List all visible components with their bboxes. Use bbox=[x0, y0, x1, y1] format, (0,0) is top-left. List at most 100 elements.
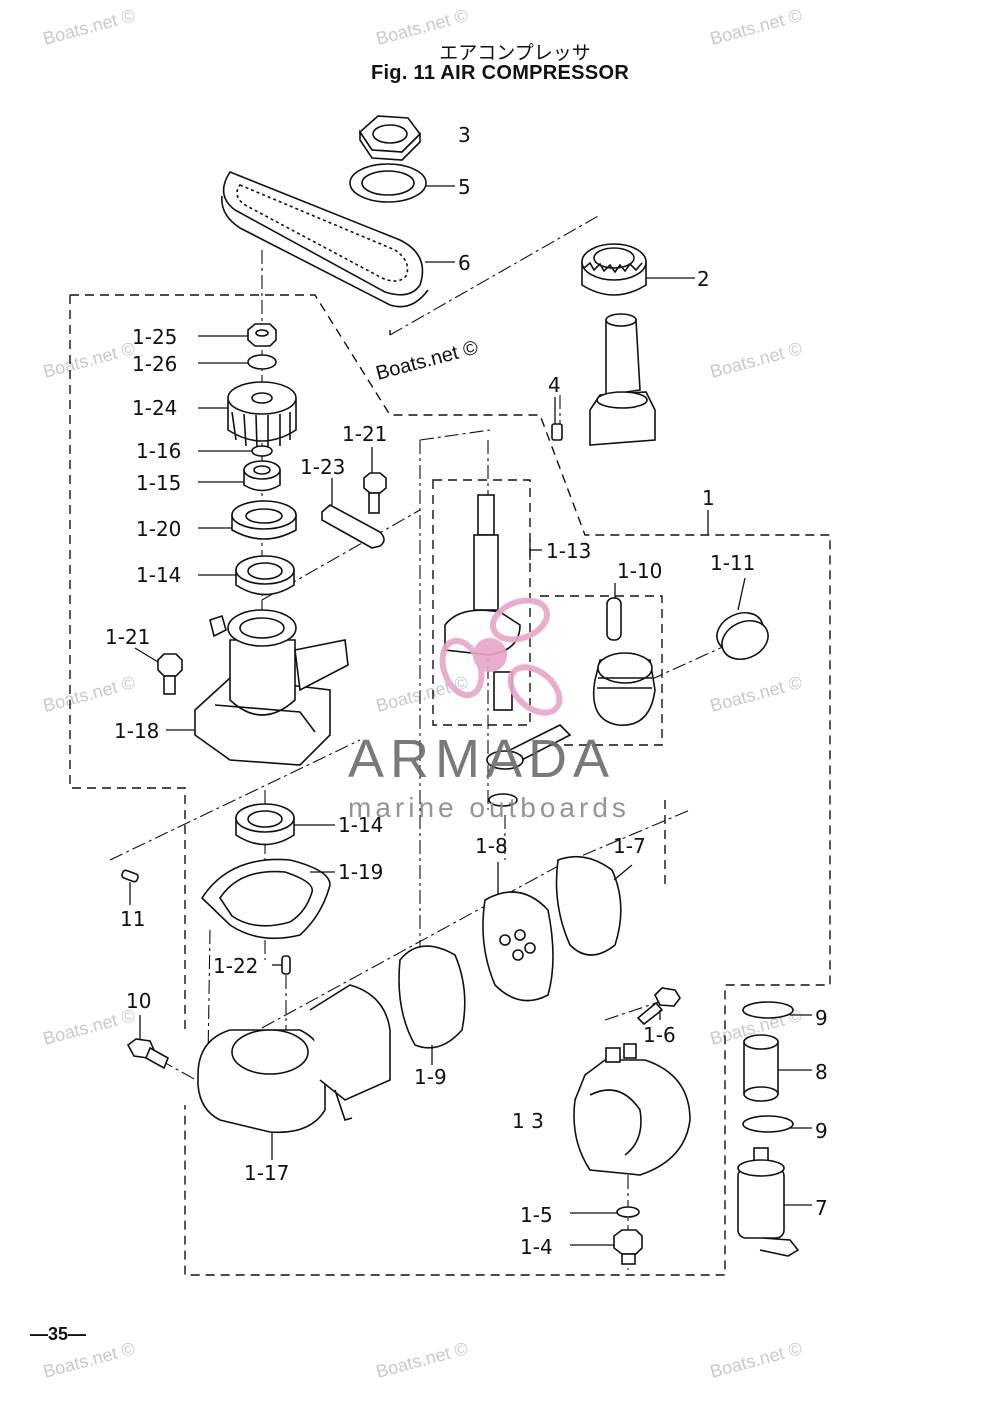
callout-1-14-lower: 1-14 bbox=[338, 813, 383, 837]
parts bbox=[121, 115, 800, 1265]
callout-10: 10 bbox=[126, 989, 151, 1013]
callout-1-7: 1-7 bbox=[613, 834, 646, 858]
clip-part-9-lower bbox=[742, 1115, 794, 1133]
callout-1-8: 1-8 bbox=[475, 834, 508, 858]
callout-1-5: 1-5 bbox=[520, 1203, 553, 1227]
washer-part-1-5 bbox=[616, 1206, 640, 1218]
watermarks: Boats.net © Boats.net © Boats.net © Boat… bbox=[41, 5, 804, 1382]
watermark-text: Boats.net © bbox=[708, 5, 804, 49]
page-number: —35— bbox=[30, 1324, 87, 1344]
watermark-text: Boats.net © bbox=[708, 338, 804, 382]
bracket-part-1-23 bbox=[321, 504, 385, 549]
piston-rings-part-1-11 bbox=[716, 611, 769, 661]
callout-labels: 3 5 6 2 4 1 1-25 1-26 1-24 1-16 1-15 1-2… bbox=[105, 123, 828, 1259]
watermark-text: Boats.net © bbox=[708, 1338, 804, 1382]
callout-1-16: 1-16 bbox=[136, 439, 181, 463]
title-japanese: エアコンプレッサ bbox=[439, 42, 591, 64]
watermark-text: Boats.net © bbox=[374, 5, 470, 49]
callout-1-6: 1-6 bbox=[643, 1023, 676, 1047]
filter-part-7 bbox=[737, 1147, 800, 1257]
callout-1-3: 1 3 bbox=[512, 1109, 544, 1133]
callout-1-25: 1-25 bbox=[132, 325, 177, 349]
callout-1-23: 1-23 bbox=[300, 455, 345, 479]
drive-shaft-assembly bbox=[589, 313, 656, 446]
watermark-text: Boats.net © bbox=[41, 5, 137, 49]
callout-11: 11 bbox=[120, 907, 145, 931]
pin-part-11 bbox=[121, 869, 139, 883]
crankcase-part-1-18 bbox=[194, 609, 349, 766]
gasket-part-1-9 bbox=[398, 945, 466, 1049]
callout-1-9: 1-9 bbox=[414, 1065, 447, 1089]
callout-3: 3 bbox=[458, 123, 471, 147]
pulley-part-2 bbox=[581, 243, 647, 296]
crankshaft-box bbox=[432, 479, 531, 726]
connecting-rod bbox=[486, 724, 572, 807]
armada-propeller-logo bbox=[439, 597, 563, 716]
callout-1-11: 1-11 bbox=[710, 551, 755, 575]
ring-part-1-16 bbox=[251, 445, 273, 457]
collar-part-1-15 bbox=[243, 460, 281, 492]
callout-6: 6 bbox=[458, 251, 471, 275]
callout-1-13: 1-13 bbox=[546, 539, 591, 563]
callout-1-10: 1-10 bbox=[617, 559, 662, 583]
bolt-part-10 bbox=[126, 1038, 170, 1070]
bolt-part-1-21-lower bbox=[157, 653, 183, 695]
watermark-text: Boats.net © bbox=[41, 672, 137, 716]
armada-logo-text: ARMADA bbox=[348, 729, 616, 789]
callout-1: 1 bbox=[702, 486, 715, 510]
nut-part-3 bbox=[358, 115, 422, 161]
hose-part-8 bbox=[743, 1034, 779, 1102]
callout-1-19: 1-19 bbox=[338, 860, 383, 884]
washer-part-5 bbox=[349, 163, 427, 203]
callout-1-15: 1-15 bbox=[136, 471, 181, 495]
cylinder-head-part-1-3 bbox=[573, 1043, 691, 1176]
callout-1-17: 1-17 bbox=[244, 1161, 289, 1185]
callout-1-21-lower: 1-21 bbox=[105, 625, 150, 649]
nut-part-1-25 bbox=[247, 323, 277, 347]
reed-valve-part-1-7 bbox=[555, 855, 622, 956]
washer-part-1-26 bbox=[247, 354, 277, 370]
clip-part-9-upper bbox=[742, 1001, 794, 1019]
watermark-text: Boats.net © bbox=[41, 1005, 137, 1049]
left-box-outline bbox=[69, 295, 186, 1030]
watermark-text: Boats.net © bbox=[374, 1338, 470, 1382]
callout-7: 7 bbox=[815, 1196, 828, 1220]
cylinder-part-1-17 bbox=[197, 984, 391, 1134]
fitting-part-1-4 bbox=[613, 1229, 643, 1265]
bolt-part-1-21-upper bbox=[363, 472, 387, 514]
figure-title: Fig. 11 AIR COMPRESSOR bbox=[370, 62, 630, 84]
bearing-part-1-14-lower bbox=[235, 803, 295, 846]
assembly-boundaries bbox=[69, 294, 831, 1276]
piston-pin-part-1-10 bbox=[606, 597, 622, 641]
callout-8: 8 bbox=[815, 1060, 828, 1084]
callout-2: 2 bbox=[697, 267, 710, 291]
callout-1-4: 1-4 bbox=[520, 1235, 553, 1259]
callout-1-21-upper: 1-21 bbox=[342, 422, 387, 446]
callout-9-upper: 9 bbox=[815, 1006, 828, 1030]
callout-1-26: 1-26 bbox=[132, 352, 177, 376]
oil-seal-part-1-20 bbox=[231, 500, 297, 540]
callout-4: 4 bbox=[548, 373, 561, 397]
key-part-4 bbox=[551, 423, 563, 441]
timing-belt-part-6 bbox=[221, 171, 429, 308]
callout-1-18: 1-18 bbox=[114, 719, 159, 743]
callout-5: 5 bbox=[458, 175, 471, 199]
valve-plate-part-1-8 bbox=[482, 891, 554, 1002]
watermark-text: Boats.net © bbox=[374, 672, 470, 716]
piston-box bbox=[540, 595, 663, 746]
gasket-part-1-19 bbox=[200, 858, 331, 940]
gear-part-1-24 bbox=[227, 381, 297, 449]
callout-1-24: 1-24 bbox=[132, 396, 177, 420]
bolt-part-1-6 bbox=[636, 987, 681, 1026]
watermark-text: Boats.net © bbox=[41, 338, 137, 382]
piston-part bbox=[592, 652, 656, 726]
callout-1-20: 1-20 bbox=[136, 517, 181, 541]
armada-logo-tagline: marine outboards bbox=[348, 792, 630, 823]
watermark-text-center: Boats.net © bbox=[374, 336, 481, 384]
bearing-part-1-14-upper bbox=[235, 555, 295, 596]
callout-1-14-upper: 1-14 bbox=[136, 563, 181, 587]
watermark-text: Boats.net © bbox=[708, 672, 804, 716]
callout-9-lower: 9 bbox=[815, 1119, 828, 1143]
